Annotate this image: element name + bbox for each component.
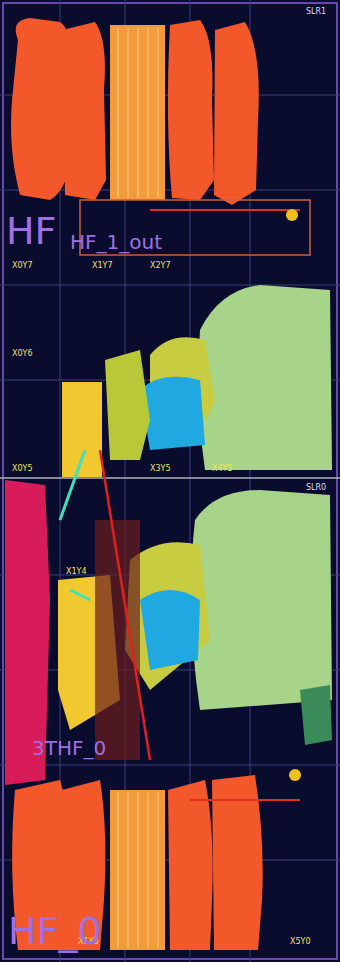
coordinate-label: X2Y7	[150, 262, 171, 270]
coordinate-label: X0Y5	[12, 465, 33, 473]
coordinate-label: X0Y7	[12, 262, 33, 270]
region-label: 3THF_0	[32, 738, 106, 758]
coordinate-label: X1Y7	[92, 262, 113, 270]
region-label: HF_1_out	[70, 232, 162, 252]
region-label: HF	[6, 212, 56, 250]
coordinate-label: X0Y6	[12, 350, 33, 358]
region-label: HF_0	[8, 912, 102, 950]
coordinate-label: SLR0	[306, 484, 326, 492]
coordinate-label: X3Y5	[150, 465, 171, 473]
coordinate-label: SLR1	[306, 8, 326, 16]
coordinate-label: X5Y0	[290, 938, 311, 946]
coordinate-label: X1Y4	[66, 568, 87, 576]
coordinate-label: X4Y5	[212, 465, 233, 473]
